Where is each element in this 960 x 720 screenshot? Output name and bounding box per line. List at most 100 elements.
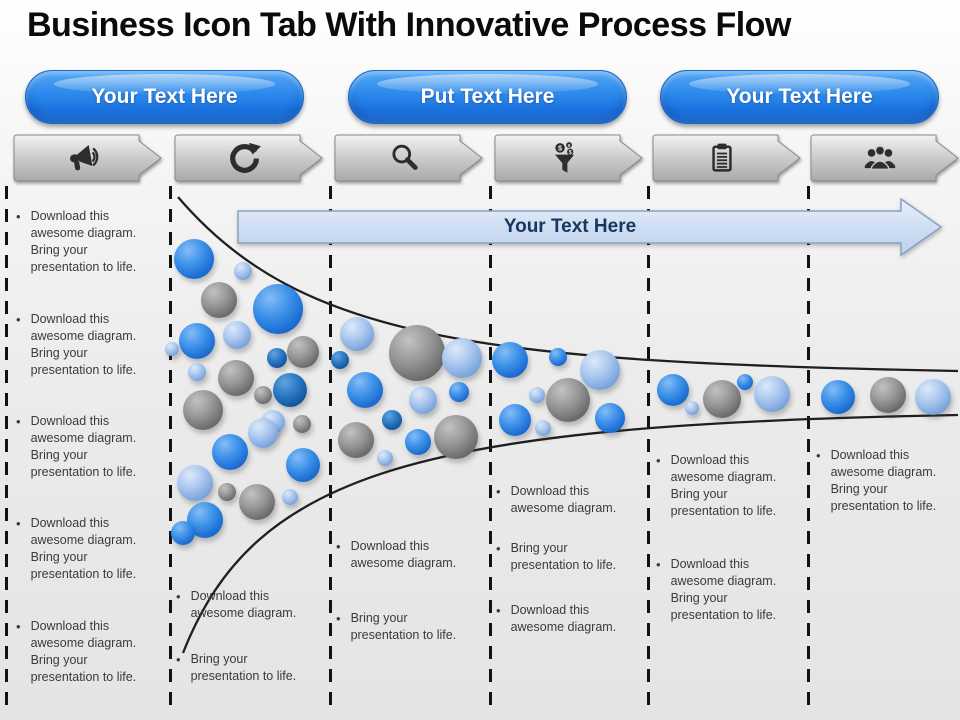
bullet-glyph: • [336,539,341,554]
text-line: Bring your [190,652,248,666]
bubble [254,386,272,404]
bubble [442,338,482,378]
text-line: Download this [830,448,910,462]
tab-refresh[interactable] [174,134,324,182]
text-line: Download this [30,414,110,428]
bubble [347,372,383,408]
text-line: awesome diagram. [670,574,777,588]
page-title: Business Icon Tab With Innovative Proces… [27,6,791,44]
bubble [234,262,252,280]
bubble [821,380,855,414]
bubble [580,350,620,390]
text-button-2[interactable]: Put Text Here [348,70,627,124]
text-line: presentation to life. [30,567,137,581]
text-button-3[interactable]: Your Text Here [660,70,939,124]
bubble [201,282,237,318]
tab-shape [174,134,323,182]
bubble [239,484,275,520]
banner-label: Your Text Here [503,216,637,237]
text-line: presentation to life. [670,504,777,518]
refresh-icon [226,140,262,176]
bubble [287,336,319,368]
text-line: presentation to life. [30,363,137,377]
text-line: Bring your [510,541,568,555]
text-block: • Download this awesome diagram. Bring your… [16,413,136,481]
text-button-2-label: Put Text Here [420,85,555,108]
bubble [331,351,349,369]
bubble [286,448,320,482]
text-line: awesome diagram. [510,501,617,515]
text-line: Bring your [30,243,88,257]
bubble [165,342,179,356]
bullet-glyph: • [176,589,181,604]
bubble [273,373,307,407]
bubble [177,465,213,501]
bullet-glyph: • [496,484,501,499]
text-line: presentation to life. [30,670,137,684]
bubble [293,415,311,433]
bubble [282,489,298,505]
tab-shape [810,134,959,182]
bubble [870,377,906,413]
text-line: Bring your [670,591,728,605]
bubble [188,363,206,381]
text-line: awesome diagram. [670,470,777,484]
tab-megaphone[interactable] [13,134,163,182]
text-line: awesome diagram. [190,606,297,620]
tab-team[interactable] [810,134,960,182]
bubble [492,342,528,378]
bubble [685,401,699,415]
bullet-glyph: • [336,611,341,626]
text-line: Bring your [30,550,88,564]
column-divider [5,186,8,706]
text-line: presentation to life. [830,499,937,513]
text-line: presentation to life. [670,608,777,622]
bullet-glyph: • [16,516,21,531]
text-line: presentation to life. [510,558,617,572]
text-line: Download this [190,589,270,603]
bullet-glyph: • [496,603,501,618]
bubble [434,415,478,459]
bubble [499,404,531,436]
column-divider [169,186,172,706]
bubble [737,374,753,390]
bullet-glyph: • [16,619,21,634]
bubble [389,325,445,381]
bubble [218,483,236,501]
tab-money-funnel[interactable] [494,134,644,182]
bubble [212,434,248,470]
bubble [546,378,590,422]
text-block: • Download this awesome diagram. [176,588,296,622]
text-block-lines: Download this awesome diagram. Bring your p… [31,413,137,481]
text-line: awesome diagram. [30,431,137,445]
text-line: Download this [30,312,110,326]
tab-clipboard[interactable] [652,134,802,182]
text-line: Bring your [30,448,88,462]
bubble [174,239,214,279]
column-divider [489,186,492,706]
bubble [657,374,689,406]
bullet-glyph: • [16,414,21,429]
text-button-1[interactable]: Your Text Here [25,70,304,124]
text-block-lines: Download this awesome diagram. [191,588,297,622]
bullet-glyph: • [16,312,21,327]
text-line: awesome diagram. [350,556,457,570]
arrow-shape [237,197,943,257]
text-line: presentation to life. [30,465,137,479]
bubble [248,418,278,448]
tab-search[interactable] [334,134,484,182]
search-icon [386,140,422,176]
column-divider [329,186,332,706]
bubble [267,348,287,368]
